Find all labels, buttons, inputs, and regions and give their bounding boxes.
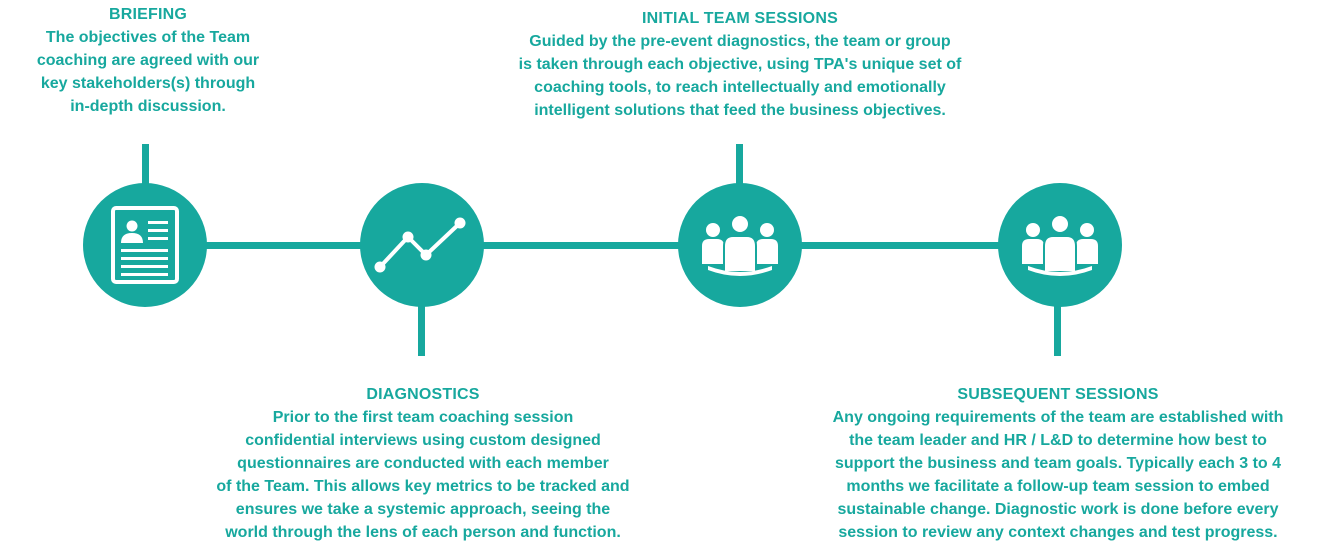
line-graph-icon [374, 217, 466, 273]
subsequent-sessions-description: Any ongoing requirements of the team are… [832, 409, 1284, 541]
briefing-text: BRIEFING The objectives of the Team coac… [0, 4, 296, 118]
initial-sessions-node [678, 183, 802, 307]
timeline-bar [145, 242, 1062, 249]
connector-diagnostics [418, 306, 425, 356]
initial-sessions-title: INITIAL TEAM SESSIONS [642, 10, 838, 27]
diagnostics-text: DIAGNOSTICS Prior to the first team coac… [170, 384, 676, 544]
diagnostics-description: Prior to the first team coaching session… [216, 409, 630, 541]
team-group-icon [1022, 214, 1098, 276]
briefing-description: The objectives of the Team coaching are … [36, 29, 260, 115]
briefing-node [83, 183, 207, 307]
team-group-icon [702, 214, 778, 276]
connector-subsequent-sessions [1054, 306, 1061, 356]
briefing-title: BRIEFING [108, 6, 188, 23]
diagnostics-title: DIAGNOSTICS [366, 386, 480, 403]
document-profile-icon [111, 206, 179, 284]
subsequent-sessions-node [998, 183, 1122, 307]
subsequent-sessions-text: SUBSEQUENT SESSIONS Any ongoing requirem… [790, 384, 1326, 544]
initial-sessions-text: INITIAL TEAM SESSIONS Guided by the pre-… [470, 8, 1010, 122]
connector-briefing [142, 144, 149, 190]
connector-initial-sessions [736, 144, 743, 190]
initial-sessions-description: Guided by the pre-event diagnostics, the… [518, 33, 962, 119]
diagnostics-node [360, 183, 484, 307]
subsequent-sessions-title: SUBSEQUENT SESSIONS [957, 386, 1159, 403]
